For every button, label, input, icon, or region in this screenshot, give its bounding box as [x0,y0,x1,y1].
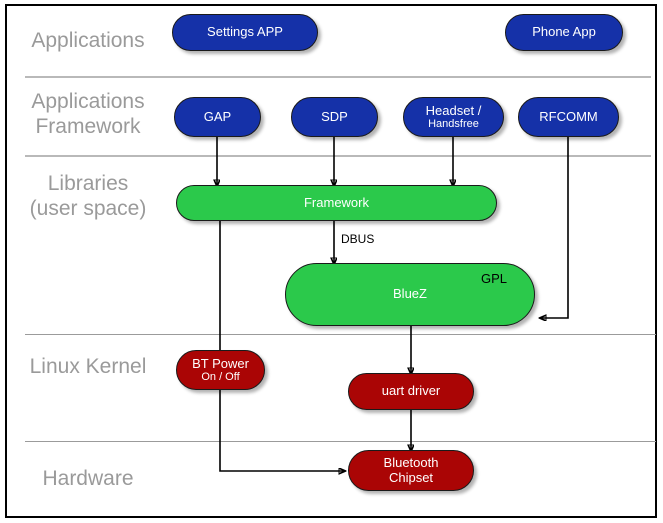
node-phone-app-label: Phone App [532,24,596,40]
layer-divider-libraries [25,334,656,335]
node-settings-app-label: Settings APP [207,24,283,40]
node-sdp-label: SDP [321,108,348,124]
node-bluez-label: BlueZ [393,286,427,302]
layer-label-applications-framework: Applications Framework [31,90,145,138]
layer-label-libraries: Libraries (user space) [29,172,147,220]
node-bt-power-sublabel: On / Off [201,371,240,384]
node-sdp[interactable]: SDP [291,97,378,137]
node-uart-driver[interactable]: uart driver [348,373,474,410]
node-headset-handsfree[interactable]: Headset / Handsfree [403,97,504,137]
layer-divider-applications-framework [25,155,651,157]
node-settings-app[interactable]: Settings APP [172,14,318,51]
node-uart-driver-label: uart driver [381,383,441,399]
node-bluetooth-chipset[interactable]: Bluetooth Chipset [348,450,474,491]
node-headset-handsfree-sublabel: Handsfree [428,118,479,131]
node-framework-label: Framework [303,194,369,210]
node-bt-power[interactable]: BT Power On / Off [176,350,265,390]
node-bluetooth-chipset-sublabel: Chipset [388,469,434,485]
node-bt-power-label: BT Power [192,355,249,371]
node-bluetooth-chipset-label: Bluetooth [383,454,439,470]
layer-label-applications: Applications [31,29,145,52]
layer-label-hardware: Hardware [42,467,134,490]
layer-label-linux-kernel: Linux Kernel [29,355,147,378]
node-gap[interactable]: GAP [174,97,261,137]
edge-label-dbus: DBUS [341,232,375,246]
gpl-badge: GPL [481,271,508,286]
node-framework[interactable]: Framework [176,185,497,221]
node-rfcomm-label: RFCOMM [539,108,598,124]
layer-divider-linux-kernel [25,441,656,442]
node-rfcomm[interactable]: RFCOMM [518,97,619,137]
node-phone-app[interactable]: Phone App [505,14,623,51]
node-gap-label: GAP [203,108,232,124]
layer-divider-applications [25,76,651,78]
node-headset-handsfree-label: Headset / [425,102,482,118]
